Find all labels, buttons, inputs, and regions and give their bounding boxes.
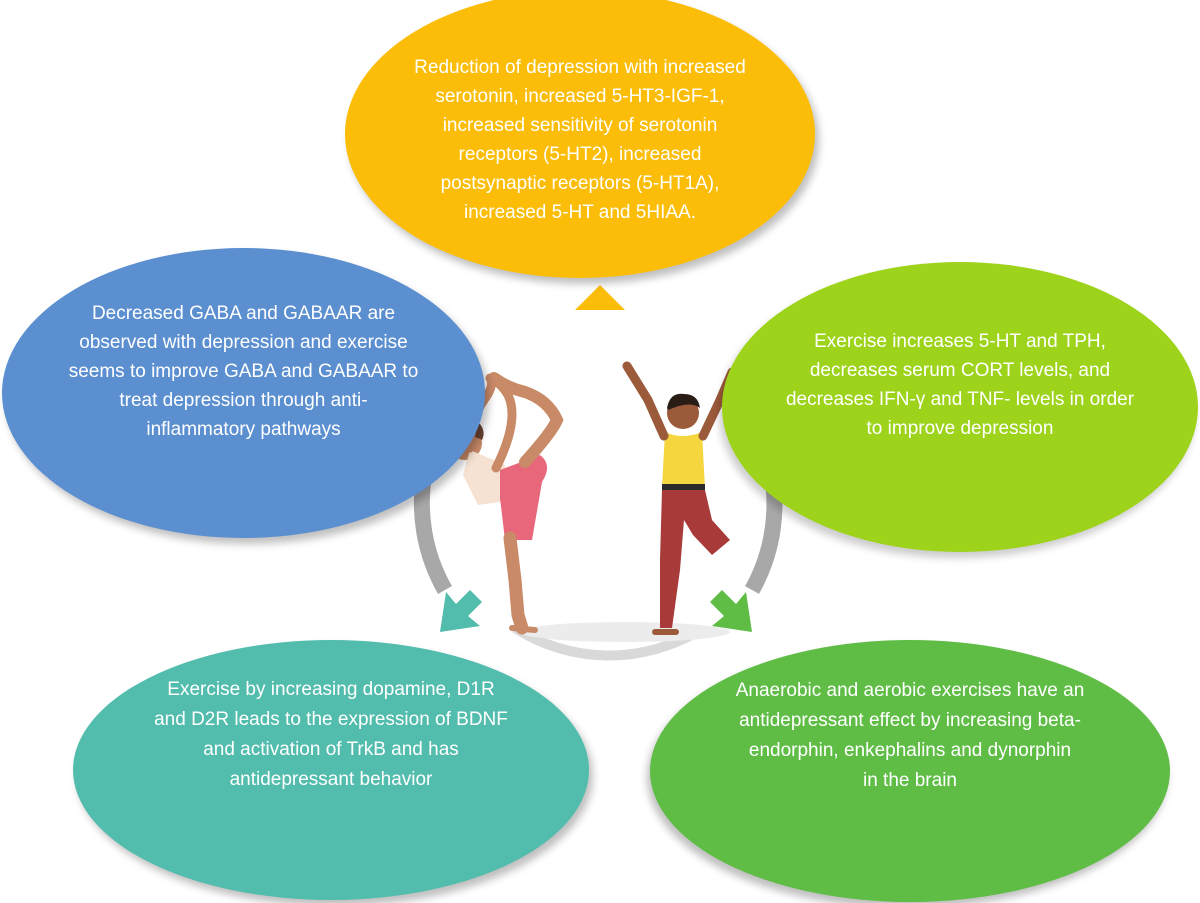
- arrow-down-left-icon: [440, 590, 482, 632]
- arrow-down-right-icon: [710, 590, 752, 632]
- bubble-endorphin-text: Anaerobic and aerobic exercises have an …: [735, 680, 1085, 791]
- bubble-endorphin: Anaerobic and aerobic exercises have an …: [650, 640, 1170, 902]
- bubble-dopamine: Exercise by increasing dopamine, D1R and…: [73, 640, 589, 900]
- bubble-cort: Exercise increases 5-HT and TPH, decreas…: [722, 262, 1198, 552]
- bubble-gaba-text: Decreased GABA and GABAAR are observed w…: [68, 302, 419, 440]
- ring-arc-bottom: [512, 623, 703, 661]
- bubble-dopamine-text: Exercise by increasing dopamine, D1R and…: [154, 679, 508, 790]
- bubble-gaba: Decreased GABA and GABAAR are observed w…: [2, 248, 485, 538]
- arrow-up-icon: [575, 285, 625, 310]
- bubble-cort-text: Exercise increases 5-HT and TPH, decreas…: [785, 331, 1135, 439]
- man-tree-pose-figure: [622, 361, 737, 635]
- bubble-serotonin-text: Reduction of depression with increased s…: [414, 57, 746, 223]
- bubble-serotonin: Reduction of depression with increased s…: [345, 0, 815, 278]
- floor-shadow: [520, 622, 730, 642]
